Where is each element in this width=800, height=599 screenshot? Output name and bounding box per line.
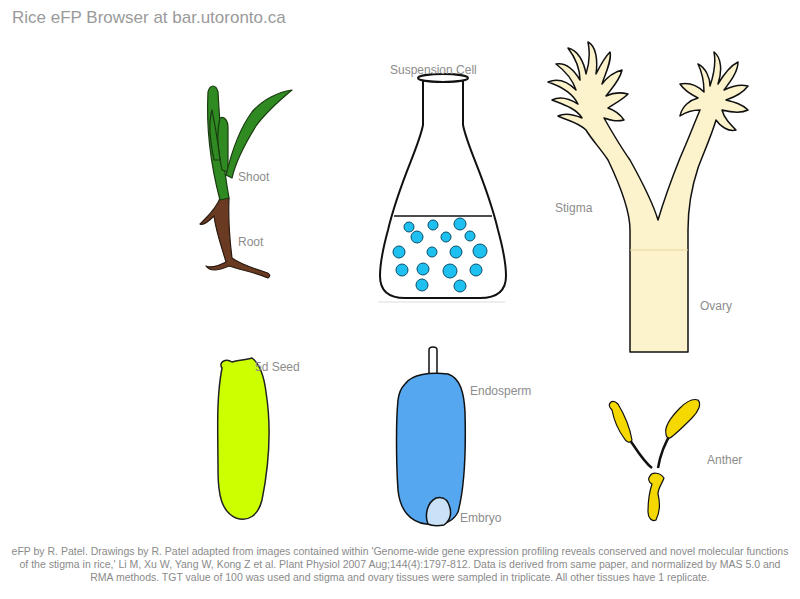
- page-title: Rice eFP Browser at bar.utoronto.ca: [12, 8, 286, 28]
- anther-drawing: [610, 399, 700, 520]
- anther-shape: [610, 402, 632, 443]
- tissue-label: Shoot: [238, 170, 269, 184]
- cell-dot: [411, 231, 423, 243]
- endosperm-shape: [397, 373, 466, 524]
- credit-caption: eFP by R. Patel. Drawings by R. Patel ad…: [8, 545, 792, 584]
- tissue-label: Root: [238, 235, 263, 249]
- cell-dot: [441, 232, 451, 242]
- tissue-label: Endosperm: [470, 384, 531, 398]
- cell-dot: [473, 244, 487, 258]
- cell-dot: [404, 222, 414, 232]
- root-drawing: [200, 196, 270, 278]
- tissue-label: Suspension Cell: [390, 63, 477, 77]
- shoot-drawing: [208, 86, 292, 200]
- stigma-shape: [548, 42, 748, 352]
- root-shape: [200, 196, 270, 278]
- cell-dot: [454, 280, 466, 292]
- filament-line: [630, 440, 652, 468]
- leaf-shape: [208, 86, 229, 200]
- cell-dots: [393, 218, 487, 292]
- seed-shape: [218, 358, 269, 519]
- tissue-label: 5d Seed: [255, 360, 300, 374]
- leaf-shape: [210, 110, 220, 160]
- cell-dot: [416, 279, 428, 291]
- tissue-label: Ovary: [700, 299, 732, 313]
- cell-dot: [470, 264, 482, 276]
- cell-dot: [428, 220, 438, 230]
- tissue-label: Anther: [707, 453, 742, 467]
- tissue-label: Stigma: [555, 201, 592, 215]
- flask-liquid: [380, 215, 506, 298]
- anther-shape: [648, 473, 664, 520]
- ovary-border: [630, 250, 688, 251]
- cell-dot: [443, 264, 457, 278]
- tissue-label: Embryo: [460, 511, 501, 525]
- grain-drawing: [397, 347, 466, 526]
- cell-dot: [396, 264, 408, 276]
- leaf-shape: [226, 90, 292, 178]
- anther-shape: [666, 399, 700, 438]
- pistil-drawing: [548, 42, 748, 352]
- cell-dot: [454, 218, 466, 230]
- leaf-shape: [218, 117, 228, 172]
- cell-dot: [427, 247, 437, 257]
- embryo-shape: [426, 497, 450, 525]
- cell-dot: [450, 246, 462, 258]
- flask-outline: [380, 80, 506, 298]
- flask-shadow: [378, 302, 505, 303]
- liquid-line: [394, 215, 492, 217]
- cell-dot: [465, 231, 475, 241]
- cell-dot: [417, 263, 429, 275]
- cell-dot: [393, 246, 405, 258]
- flask-drawing: [378, 74, 506, 302]
- awn-shape: [429, 347, 437, 376]
